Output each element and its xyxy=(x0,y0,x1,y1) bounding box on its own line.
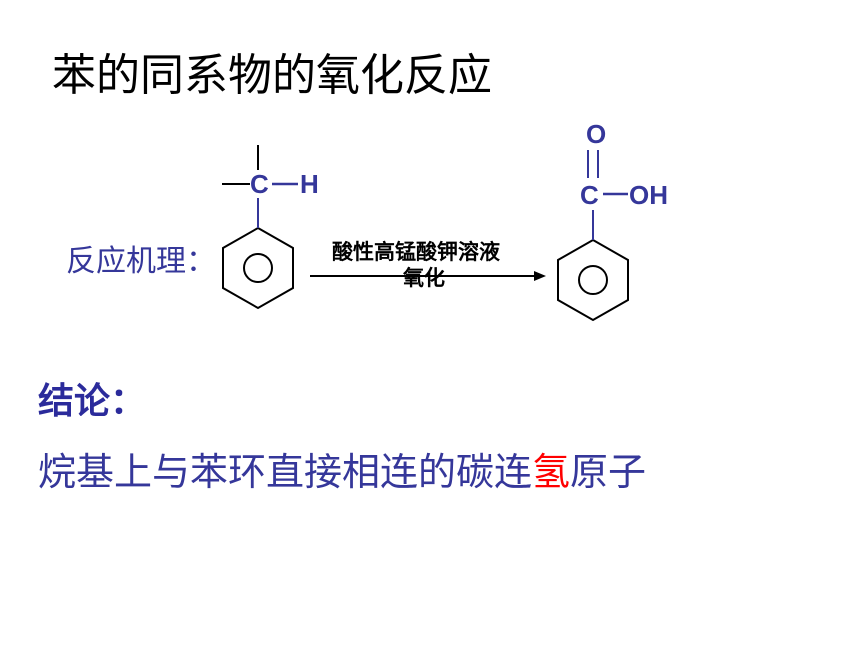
product-carbonyl-oxygen: O xyxy=(586,119,606,149)
reactant-structure: C H xyxy=(222,145,319,310)
conclusion-text-after: 原子 xyxy=(570,450,647,494)
conclusion-heading: 结论： xyxy=(38,381,147,422)
product-carbon: C xyxy=(580,180,599,210)
conclusion-text: 烷基上与苯环直接相连的碳连氢原子 xyxy=(38,450,647,494)
product-structure: O C OH xyxy=(557,119,668,322)
reactant-carbon: C xyxy=(250,169,269,199)
reagent-label: 酸性高锰酸钾溶液 xyxy=(332,240,500,264)
reactant-hydrogen: H xyxy=(300,169,319,199)
reactant-benzene-ring xyxy=(222,226,294,310)
mechanism-label: 反应机理： xyxy=(66,244,216,279)
conclusion-text-before: 烷基上与苯环直接相连的碳连 xyxy=(38,450,533,494)
conclusion-highlight: 氢 xyxy=(532,450,571,494)
condition-label: 氧化 xyxy=(403,266,445,290)
page-title: 苯的同系物的氧化反应 xyxy=(52,50,492,101)
product-aromatic-circle xyxy=(578,265,608,295)
reactant-aromatic-circle xyxy=(243,253,273,283)
product-benzene-ring xyxy=(557,238,629,322)
reaction-arrow xyxy=(310,271,546,281)
product-hydroxyl: OH xyxy=(629,180,668,210)
